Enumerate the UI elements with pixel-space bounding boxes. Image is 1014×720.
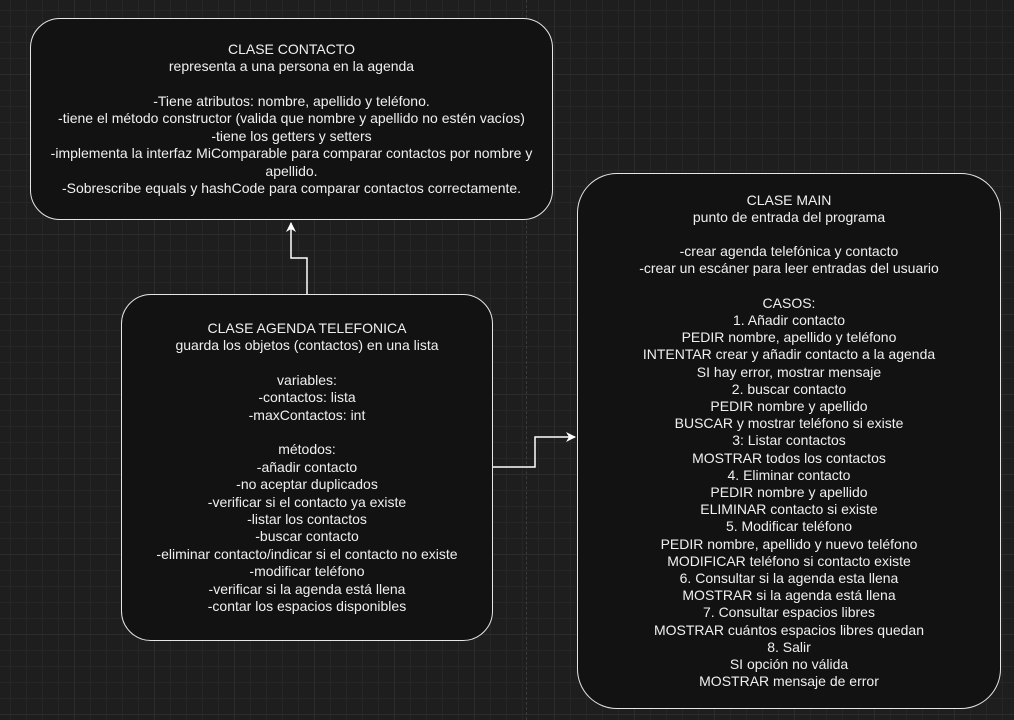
node-text-line: CLASE CONTACTO	[227, 40, 356, 57]
node-text-line: 6. Consultar si la agenda esta llena	[679, 570, 899, 586]
node-text-line: -crear agenda telefónica y contacto	[679, 243, 899, 260]
edge-agenda-to-main[interactable]	[493, 432, 576, 468]
node-text-line: CASOS:	[762, 294, 816, 311]
node-text-line: CLASE MAIN	[746, 191, 832, 208]
node-text-line: MOSTRAR todos los contactos	[692, 449, 886, 466]
node-text-line: representa a una persona en la agenda	[168, 58, 415, 75]
node-text-line: -maxContactos: int	[248, 406, 366, 423]
node-text-line: -implementa la interfaz MiComparable par…	[50, 145, 533, 162]
node-text-line: 7. Consultar espacios libres	[703, 604, 875, 621]
node-text-line: MODIFICAR teléfono si contacto existe	[667, 552, 911, 569]
node-text-line: 8. Salir	[767, 638, 811, 655]
node-text-line: -buscar contacto	[255, 528, 359, 545]
node-text-line: SI opción no válida	[729, 656, 849, 673]
node-text-line: 2. buscar contacto	[731, 380, 847, 397]
node-text-line: CLASE AGENDA TELEFONICA	[207, 319, 407, 336]
node-text-line: -eliminar contacto/indicar si el contact…	[156, 545, 458, 562]
node-text-line: MOSTRAR cuántos espacios libres quedan	[653, 621, 925, 638]
node-text-line: -tiene el método constructor (valida que…	[58, 110, 525, 127]
node-text-line: 1. Añadir contacto	[732, 311, 846, 328]
node-text-line: -verificar si la agenda está llena	[208, 580, 406, 597]
node-text-line: PEDIR nombre y apellido	[710, 397, 868, 414]
node-text-line: -modificar teléfono	[249, 563, 365, 580]
node-text-line: apellido.	[265, 162, 318, 179]
node-text-line: PEDIR nombre, apellido y teléfono	[681, 329, 897, 346]
node-text-line: PEDIR nombre y apellido	[710, 483, 868, 500]
node-text-line: INTENTAR crear y añadir contacto a la ag…	[642, 346, 936, 363]
node-text-line: punto de entrada del programa	[692, 208, 886, 225]
node-text-line: MOSTRAR mensaje de error	[699, 673, 879, 690]
node-text-line: guarda los objetos (contactos) en una li…	[175, 336, 439, 353]
node-text-line: -contactos: lista	[258, 389, 356, 406]
node-text-line: SI hay error, mostrar mensaje	[696, 363, 882, 380]
node-text-line: BUSCAR y mostrar teléfono si existe	[674, 415, 904, 432]
node-text-line: variables:	[277, 371, 337, 388]
node-text-line: métodos:	[278, 441, 336, 458]
canvas-guide-line	[526, 0, 527, 720]
node-text-line: -listar los contactos	[247, 511, 367, 527]
node-text-line: -Sobrescribe equals y hashCode para comp…	[61, 179, 522, 196]
node-text-line: -crear un escáner para leer entradas del…	[639, 260, 939, 277]
node-text-line: 3: Listar contactos	[732, 432, 846, 449]
node-text-line: 5. Modificar teléfono	[725, 518, 853, 535]
node-text-line: PEDIR nombre, apellido y nuevo teléfono	[660, 535, 918, 552]
node-text-line: 4. Eliminar contacto	[727, 466, 851, 483]
node-text-line: -Tiene atributos: nombre, apellido y tel…	[153, 92, 430, 109]
edge-agenda-to-contacto[interactable]	[286, 222, 308, 294]
node-text-line: -no aceptar duplicados	[236, 476, 378, 493]
node-text-line: -verificar si el contacto ya existe	[207, 493, 407, 510]
node-text-line: -contar los espacios disponibles	[207, 598, 407, 615]
node-text-line: -añadir contacto	[256, 458, 358, 475]
node-text-line: ELIMINAR contacto si existe	[700, 501, 878, 518]
node-text-line: MOSTRAR si la agenda está llena	[682, 587, 896, 604]
node-text-line: -tiene los getters y setters	[211, 127, 372, 144]
